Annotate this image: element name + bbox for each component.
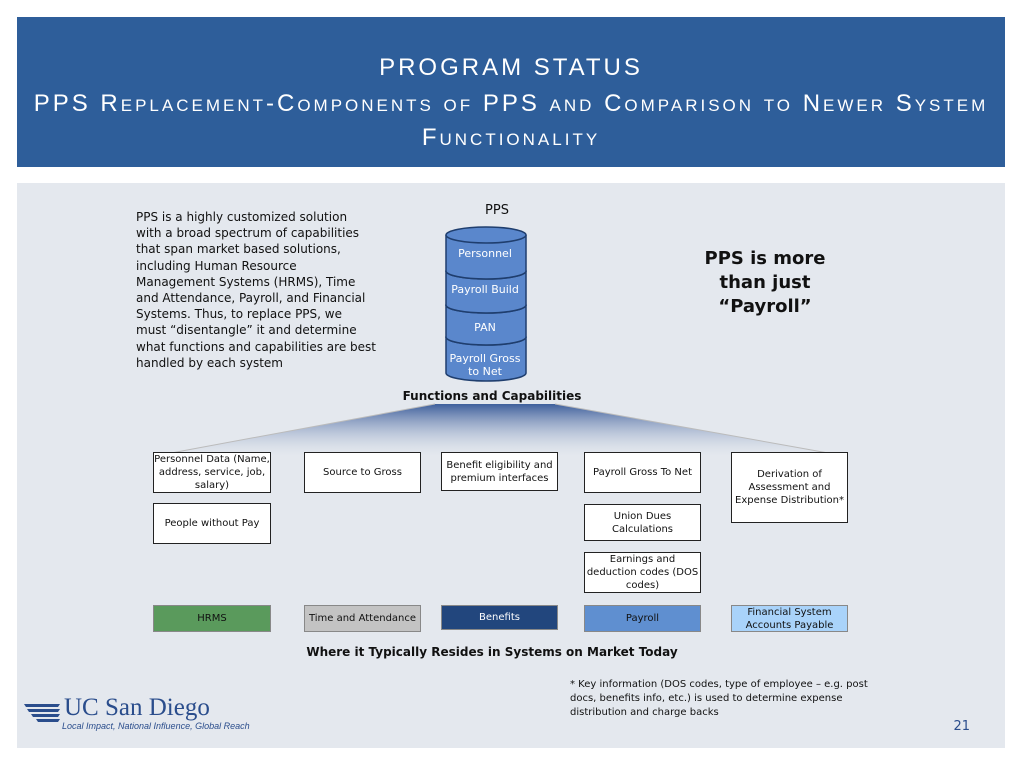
stack-layer-2-body	[445, 271, 527, 314]
page-number: 21	[953, 719, 970, 734]
box-payroll-gross-to-net: Payroll Gross To Net	[584, 452, 701, 493]
slide-subtitle: PPS Replacement-Components of PPS and Co…	[33, 90, 989, 151]
pps-database-stack	[445, 226, 527, 382]
box-people-without-pay: People without Pay	[153, 503, 271, 544]
logo-name: UC San Diego	[64, 694, 210, 721]
box-personnel-data: Personnel Data (Name, address, service, …	[153, 452, 271, 493]
wedge-right-edge	[554, 403, 846, 457]
system-benefits: Benefits	[441, 605, 558, 630]
box-union-dues: Union Dues Calculations	[584, 504, 701, 541]
functions-label: Functions and Capabilities	[402, 389, 582, 403]
box-earnings-deduction: Earnings and deduction codes (DOS codes)	[584, 552, 701, 593]
functions-wedge	[155, 403, 846, 457]
wedge-left-edge	[155, 403, 436, 457]
box-source-to-gross: Source to Gross	[304, 452, 421, 493]
stack-layer-gross-to-net: Payroll Gross to Net	[449, 352, 521, 378]
system-financial: Financial System Accounts Payable	[731, 605, 848, 632]
stack-layer-1-body	[445, 235, 527, 280]
stack-layer-1-top	[445, 226, 527, 244]
slide-title: PROGRAM STATUS	[379, 54, 643, 81]
wedge-shape	[155, 404, 845, 456]
system-payroll: Payroll	[584, 605, 701, 632]
system-hrms: HRMS	[153, 605, 271, 632]
title-banner: PROGRAM STATUS PPS Replacement-Component…	[17, 17, 1005, 167]
stack-layer-3-body	[445, 305, 527, 346]
pps-stack-label: PPS	[485, 203, 509, 218]
intro-paragraph: PPS is a highly customized solution with…	[136, 210, 376, 370]
box-benefit-eligibility: Benefit eligibility and premium interfac…	[441, 452, 558, 491]
stack-layer-4-body	[445, 337, 527, 382]
system-time-attendance: Time and Attendance	[304, 605, 421, 632]
box-derivation: Derivation of Assessment and Expense Dis…	[731, 452, 848, 523]
callout-text: PPS is more than just “Payroll”	[704, 248, 826, 317]
trident-icon	[24, 704, 60, 722]
resides-label: Where it Typically Resides in Systems on…	[306, 645, 678, 659]
footnote: * Key information (DOS codes, type of em…	[570, 679, 868, 718]
stack-layer-personnel: Personnel	[458, 247, 512, 260]
logo-tagline: Local Impact, National Influence, Global…	[62, 721, 250, 731]
ucsd-logo: UC San Diego Local Impact, National Infl…	[22, 694, 262, 736]
stack-layer-payroll-build: Payroll Build	[451, 283, 519, 296]
stack-layer-pan: PAN	[474, 321, 496, 334]
